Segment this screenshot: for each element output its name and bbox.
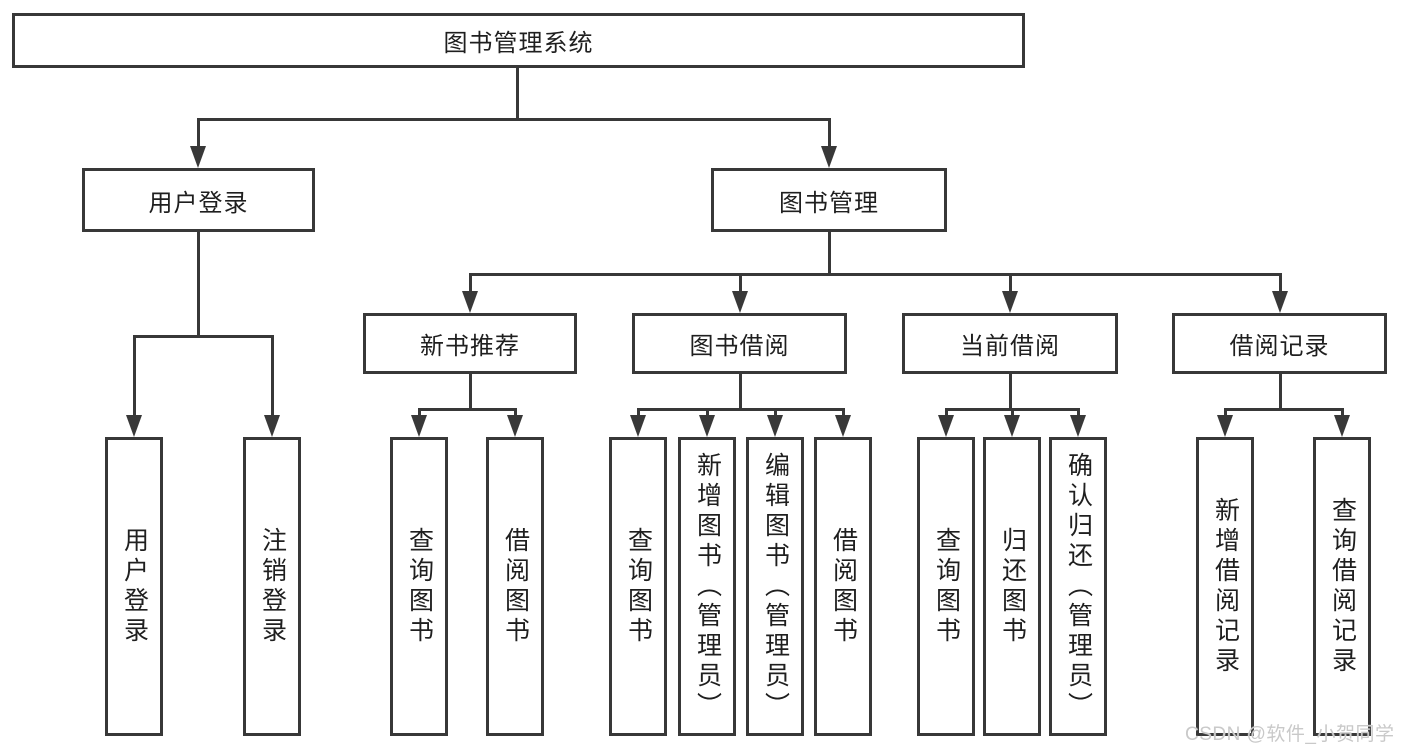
connector-line — [514, 408, 517, 417]
connector-arrowhead — [821, 146, 837, 168]
connector-arrowhead — [1002, 291, 1018, 313]
connector-line — [1011, 408, 1014, 417]
leaf-add-borrow-record: 新增借阅记录 — [1196, 437, 1254, 736]
node-new-book-recommend: 新书推荐 — [363, 313, 577, 374]
connector-line — [197, 118, 831, 121]
leaf-label: 查询图书 — [405, 526, 434, 647]
connector-line — [271, 335, 274, 415]
connector-line — [1224, 408, 1227, 417]
connector-line — [133, 335, 136, 415]
leaf-query-books-current: 查询图书 — [917, 437, 975, 736]
connector-arrowhead — [732, 291, 748, 313]
leaf-borrow-books-recommend: 借阅图书 — [486, 437, 544, 736]
connector-arrowhead — [411, 415, 427, 437]
connector-line — [516, 68, 519, 118]
node-current-borrow: 当前借阅 — [902, 313, 1118, 374]
connector-line — [197, 118, 200, 146]
connector-line — [1279, 374, 1282, 408]
node-label: 当前借阅 — [960, 333, 1060, 360]
connector-line — [1009, 374, 1012, 408]
connector-arrowhead — [1004, 415, 1020, 437]
connector-line — [945, 408, 948, 417]
connector-line — [828, 232, 831, 273]
node-library-management-system: 图书管理系统 — [12, 13, 1025, 68]
node-label: 用户登录 — [148, 189, 249, 217]
leaf-label: 新增图书（管理员） — [693, 451, 722, 722]
connector-line — [774, 408, 777, 417]
connector-arrowhead — [630, 415, 646, 437]
connector-arrowhead — [1272, 291, 1288, 313]
node-book-borrow: 图书借阅 — [632, 313, 847, 374]
connector-arrowhead — [699, 415, 715, 437]
leaf-edit-book-admin: 编辑图书（管理员） — [746, 437, 804, 736]
connector-line — [1224, 408, 1344, 411]
leaf-label: 查询图书 — [624, 526, 653, 647]
connector-line — [739, 374, 742, 408]
leaf-label: 借阅图书 — [501, 526, 530, 647]
leaf-query-books-recommend: 查询图书 — [390, 437, 448, 736]
connector-line — [418, 408, 421, 417]
node-label: 新书推荐 — [420, 333, 520, 360]
leaf-label: 查询图书 — [932, 526, 961, 647]
connector-arrowhead — [462, 291, 478, 313]
connector-arrowhead — [1334, 415, 1350, 437]
leaf-return-book: 归还图书 — [983, 437, 1041, 736]
node-label: 图书管理 — [779, 189, 879, 217]
node-user-login: 用户登录 — [82, 168, 315, 232]
leaf-query-borrow-record: 查询借阅记录 — [1313, 437, 1371, 736]
connector-arrowhead — [767, 415, 783, 437]
node-label: 借阅记录 — [1229, 333, 1330, 360]
connector-line — [197, 232, 200, 335]
node-book-management: 图书管理 — [711, 168, 947, 232]
connector-line — [637, 408, 845, 411]
connector-line — [637, 408, 640, 417]
leaf-label: 用户登录 — [120, 526, 149, 647]
leaf-logout-login: 注销登录 — [243, 437, 301, 736]
connector-line — [706, 408, 709, 417]
connector-arrowhead — [1217, 415, 1233, 437]
node-label: 图书管理系统 — [443, 30, 594, 57]
connector-line — [1279, 273, 1282, 291]
leaf-label: 新增借阅记录 — [1211, 496, 1240, 677]
leaf-label: 查询借阅记录 — [1328, 496, 1357, 677]
leaf-confirm-return-admin: 确认归还（管理员） — [1049, 437, 1107, 736]
connector-line — [469, 374, 472, 408]
connector-line — [842, 408, 845, 417]
connector-line — [1009, 273, 1012, 291]
connector-line — [1077, 408, 1080, 417]
connector-line — [418, 408, 517, 411]
connector-line — [469, 273, 1282, 276]
leaf-query-books-borrow: 查询图书 — [609, 437, 667, 736]
connector-line — [133, 335, 274, 338]
node-borrow-records: 借阅记录 — [1172, 313, 1387, 374]
connector-arrowhead — [938, 415, 954, 437]
connector-arrowhead — [126, 415, 142, 437]
connector-line — [739, 273, 742, 291]
leaf-add-book-admin: 新增图书（管理员） — [678, 437, 736, 736]
leaf-borrow-books: 借阅图书 — [814, 437, 872, 736]
connector-arrowhead — [507, 415, 523, 437]
leaf-label: 编辑图书（管理员） — [761, 451, 790, 722]
connector-arrowhead — [190, 146, 206, 168]
leaf-label: 归还图书 — [998, 526, 1027, 647]
connector-arrowhead — [264, 415, 280, 437]
connector-line — [469, 273, 472, 291]
leaf-label: 注销登录 — [258, 526, 287, 647]
leaf-label: 借阅图书 — [829, 526, 858, 647]
connector-line — [1341, 408, 1344, 417]
connector-line — [828, 118, 831, 146]
csdn-watermark: CSDN @软件_小贺同学 — [1185, 724, 1395, 745]
node-label: 图书借阅 — [689, 333, 790, 360]
connector-arrowhead — [1070, 415, 1086, 437]
leaf-user-login: 用户登录 — [105, 437, 163, 736]
leaf-label: 确认归还（管理员） — [1064, 451, 1093, 722]
connector-arrowhead — [835, 415, 851, 437]
